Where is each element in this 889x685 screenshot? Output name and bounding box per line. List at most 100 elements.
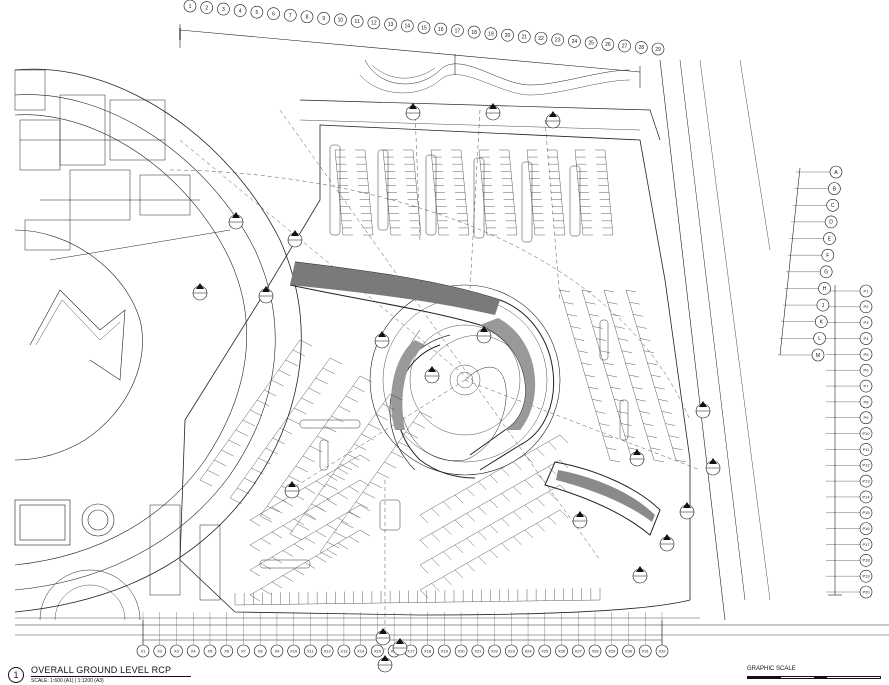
grid-bubble-label: 3 — [222, 7, 225, 13]
parking-stall-line — [282, 550, 294, 557]
section-marker — [424, 366, 440, 384]
setout-dashed-lines — [169, 109, 701, 650]
parking-stall-line — [279, 427, 293, 435]
grid-bubble-label: D — [829, 220, 833, 226]
grid-bubble-label: P20 — [862, 589, 870, 594]
parking-stall-line — [524, 504, 534, 514]
parking-stall-line — [585, 301, 596, 305]
parking-stall-line — [228, 439, 241, 447]
grid-bubble-label: X25 — [541, 648, 549, 653]
parking-stall-line — [629, 301, 640, 305]
parking-stall-line — [398, 441, 411, 449]
grid-bubble-bottom: X29 — [605, 644, 619, 658]
grid-bubble-label: X26 — [558, 648, 566, 653]
parking-stall-line — [242, 419, 255, 427]
grid-bubble-right-upper: B — [828, 182, 841, 195]
landscape-island — [473, 157, 485, 239]
parking-stall-line — [419, 539, 429, 549]
grid-bubble-label: X14 — [357, 648, 365, 653]
section-marker — [695, 401, 711, 419]
parking-stall-line — [362, 491, 375, 499]
grid-bubble-label: 12 — [371, 21, 377, 27]
parking-stall-line — [478, 506, 487, 515]
grid-bubble-label: P3 — [864, 320, 870, 325]
landscape-island — [319, 439, 329, 471]
parking-stall-line — [524, 529, 534, 539]
grid-bubble-top: 21 — [517, 30, 531, 44]
parking-stall-line — [559, 484, 569, 494]
parking-stall-line — [559, 434, 569, 444]
grid-bubble-label: P13 — [862, 479, 870, 484]
parking-stall-line — [443, 576, 452, 585]
grid-bubble-right-lower: P3 — [859, 316, 873, 329]
parking-stall-line — [315, 505, 327, 513]
existing-building-blocks — [14, 69, 231, 261]
section-marker — [485, 103, 501, 121]
parking-stall-line — [592, 326, 603, 329]
existing-building-arc-outer — [14, 68, 302, 613]
parking-aisle-line — [604, 149, 614, 236]
grid-bubble-bottom: X15 — [371, 644, 384, 658]
grid-bubble-label: J — [822, 303, 825, 309]
grid-bubble-label: X5 — [208, 648, 214, 653]
grid-bubble-label: P14 — [862, 494, 870, 499]
drawing-title-underline — [31, 676, 191, 677]
parking-stall-line — [646, 435, 657, 438]
grid-bubble-label: 26 — [605, 42, 611, 48]
grid-bubble-label: X15 — [374, 648, 382, 653]
grid-bubble-bottom: X1 — [136, 644, 150, 658]
drawing-scale-note: SCALE: 1:600 (A1) | 1:1200 (A3) — [31, 678, 104, 684]
grid-bubble-bottom: X8 — [253, 644, 267, 658]
parking-stall-line — [548, 516, 557, 525]
parking-aisle-line — [412, 149, 422, 236]
parking-stall-line — [592, 399, 603, 402]
parking-stall-line — [304, 512, 316, 519]
road-top-edge — [299, 99, 661, 141]
parking-stall-line — [431, 558, 440, 567]
grid-bubble-bottom: X20 — [454, 644, 468, 658]
parking-stall-line — [235, 429, 248, 437]
section-marker — [287, 230, 303, 248]
grid-bubble-label: X4 — [191, 648, 197, 653]
parking-stall-line — [304, 487, 316, 494]
section-marker — [545, 111, 561, 129]
grid-bubble-label: X11 — [307, 648, 315, 653]
parking-aisle-line — [319, 411, 421, 553]
grid-bubble-label: 29 — [655, 47, 661, 53]
parking-stall-line — [304, 513, 317, 521]
parking-stall-line — [443, 551, 452, 560]
parking-stall-line — [354, 443, 367, 451]
parking-stall-line — [466, 488, 475, 497]
parking-stall-line — [347, 453, 360, 461]
grid-bubble-label: 15 — [421, 25, 427, 31]
grid-bubble-bottom: X5 — [203, 644, 217, 658]
grid-bubble-bottom: X26 — [555, 644, 568, 658]
parking-stall-line — [513, 511, 522, 520]
grid-bubble-top: 12 — [367, 16, 381, 30]
parking-stall-line — [563, 301, 574, 305]
grid-bubble-label: E — [828, 236, 832, 242]
parking-stall-line — [607, 301, 618, 305]
section-markers — [192, 103, 721, 673]
grid-bubble-top: 19 — [484, 27, 498, 40]
grid-bubble-label: 27 — [622, 44, 628, 50]
grid-bubble-right-lower: P10 — [859, 427, 873, 440]
parking-stall-line — [331, 415, 344, 423]
parking-stall-line — [419, 411, 433, 419]
section-marker — [258, 286, 274, 304]
parking-stall-line — [326, 549, 338, 556]
parking-stall-line — [606, 374, 618, 378]
parking-stall-line — [282, 575, 294, 582]
parking-stall-line — [265, 447, 278, 455]
road-right-edge-1 — [659, 59, 726, 621]
parking-stall-line — [614, 399, 625, 402]
grid-bubble-label: F — [826, 253, 829, 259]
grid-bubble-bottom: X32 — [655, 644, 669, 658]
parking-aisle-line — [199, 339, 301, 481]
section-marker — [374, 331, 390, 349]
grid-bubble-right-lower: P15 — [859, 506, 873, 520]
section-marker — [192, 283, 208, 301]
parking-stall-line — [636, 399, 647, 402]
parking-stall-line — [548, 491, 557, 500]
grid-bubble-label: X29 — [608, 648, 616, 653]
